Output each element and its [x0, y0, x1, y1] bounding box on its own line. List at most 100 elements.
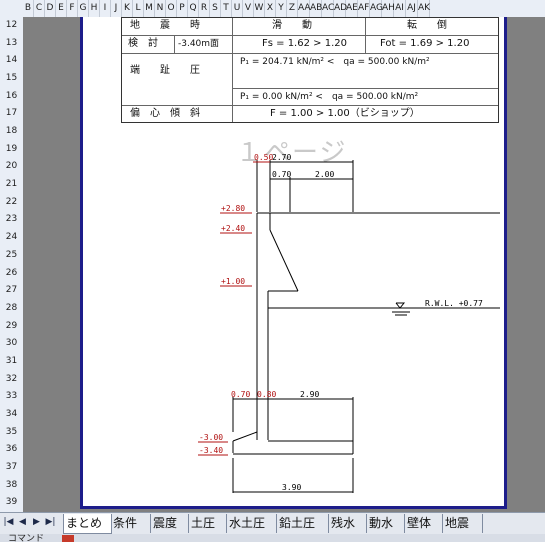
column-header-cell[interactable]: U — [232, 0, 243, 17]
column-header-cell[interactable]: AB — [310, 0, 322, 17]
sheet-tab[interactable]: 動水 — [367, 514, 405, 533]
level-m340: -3.40 — [199, 446, 223, 455]
print-page[interactable] — [80, 17, 507, 509]
row-header-cell[interactable]: 20 — [5, 161, 18, 172]
status-text: コマンド — [8, 534, 45, 542]
level-280: +2.80 — [221, 204, 245, 213]
row-header-cell[interactable]: 26 — [5, 267, 18, 278]
column-header-cell[interactable]: AK — [418, 0, 430, 17]
column-header-cell[interactable]: X — [265, 0, 276, 17]
row-header-cell[interactable]: 27 — [5, 285, 18, 296]
column-header-cell[interactable]: AJ — [406, 0, 418, 17]
sheet-tab[interactable]: 震度 — [151, 514, 189, 533]
column-header-cell[interactable]: W — [254, 0, 265, 17]
last-sheet-icon[interactable]: ▶| — [45, 517, 56, 527]
column-header-cell[interactable]: F — [67, 0, 78, 17]
sheet-tab[interactable]: まとめ — [63, 514, 112, 534]
row-header-cell[interactable]: 32 — [5, 373, 18, 384]
column-header-cell[interactable]: B — [23, 0, 34, 17]
table-check-label: 検 討 — [128, 38, 158, 49]
column-header-cell[interactable]: AG — [370, 0, 383, 17]
column-header-cell[interactable]: AA — [298, 0, 311, 17]
table-overturn-value: Fot = 1.69 > 1.20 — [380, 38, 470, 49]
row-header-cell[interactable]: 39 — [5, 497, 18, 508]
column-header-cell[interactable]: E — [56, 0, 67, 17]
column-header-cell[interactable]: C — [34, 0, 45, 17]
row-header-cell[interactable]: 23 — [5, 214, 18, 225]
sheet-tab[interactable]: 地震 — [443, 514, 483, 533]
column-header-cell[interactable]: K — [122, 0, 133, 17]
row-header-cell[interactable]: 15 — [5, 73, 18, 84]
dim-270: 2.70 — [272, 153, 291, 162]
row-header-cell[interactable]: 13 — [5, 37, 18, 48]
sheet-tab-bar: |◀ ◀ ▶ ▶| まとめ条件震度土圧水土圧鉛土圧残水動水壁体地震 — [0, 512, 545, 535]
row-header-cell[interactable]: 16 — [5, 90, 18, 101]
sheet-tab[interactable]: 鉛土圧 — [277, 514, 329, 533]
column-header-cell[interactable]: G — [78, 0, 89, 17]
column-header-cell[interactable]: N — [155, 0, 166, 17]
column-header-cell[interactable]: AH — [382, 0, 395, 17]
result-table: 地 震 時 滑 動 転 倒 検 討 -3.40m面 Fs = 1.62 > 1.… — [121, 17, 499, 123]
column-header-cell[interactable]: Z — [287, 0, 298, 17]
macro-icon[interactable] — [62, 535, 74, 542]
row-header-cell[interactable]: 28 — [5, 302, 18, 313]
row-header-cell[interactable]: 35 — [5, 426, 18, 437]
row-header-cell[interactable]: 12 — [5, 20, 18, 30]
row-header-cell[interactable]: 19 — [5, 143, 18, 154]
column-header-cell[interactable]: P — [177, 0, 188, 17]
row-header-cell[interactable]: 38 — [5, 479, 18, 490]
column-header-cell[interactable]: H — [89, 0, 100, 17]
sheet-tab[interactable]: 土圧 — [189, 514, 227, 533]
row-header-cell[interactable]: 31 — [5, 355, 18, 366]
column-header-cell[interactable]: AF — [358, 0, 370, 17]
column-header-cell[interactable]: M — [144, 0, 155, 17]
dim-070: 0.70 — [272, 170, 291, 179]
column-header-cell[interactable]: D — [45, 0, 56, 17]
row-header-cell[interactable]: 22 — [5, 196, 18, 207]
row-header-cell[interactable]: 25 — [5, 249, 18, 260]
row-header-cell[interactable]: 29 — [5, 320, 18, 331]
sheet-tab[interactable]: 条件 — [111, 514, 151, 533]
sheet-tab[interactable]: 残水 — [329, 514, 367, 533]
table-eccentric-label: 偏 心 傾 斜 — [130, 108, 200, 119]
column-header-cell[interactable]: AE — [346, 0, 358, 17]
column-header-cell[interactable]: J — [111, 0, 122, 17]
row-header-cell[interactable]: 37 — [5, 461, 18, 472]
row-header: 12 13 14 15 16 17 18 19 20 21 22 23 24 25 26 27 28 29 30 31… — [0, 17, 24, 512]
row-header-cell[interactable]: 34 — [5, 408, 18, 419]
column-header-cell[interactable]: V — [243, 0, 254, 17]
row-header-cell[interactable]: 33 — [5, 391, 18, 402]
level-240: +2.40 — [221, 224, 245, 233]
row-header-cell[interactable]: 14 — [5, 55, 18, 66]
column-header-cell[interactable]: AC — [322, 0, 334, 17]
column-header-cell[interactable]: L — [133, 0, 144, 17]
column-header-cell[interactable]: Y — [276, 0, 287, 17]
sheet-tab[interactable]: 壁体 — [405, 514, 443, 533]
level-m300: -3.00 — [199, 433, 223, 442]
table-eccentric-value: F = 1.00 > 1.00（ビショップ） — [270, 108, 420, 119]
row-header-cell[interactable]: 30 — [5, 338, 18, 349]
row-header-cell[interactable]: 21 — [5, 179, 18, 190]
column-header-cell[interactable]: AI — [394, 0, 406, 17]
first-sheet-icon[interactable]: |◀ — [3, 517, 14, 527]
column-header-cell[interactable]: T — [221, 0, 232, 17]
row-header-cell[interactable]: 36 — [5, 444, 18, 455]
sheet-tab[interactable]: 水土圧 — [227, 514, 277, 533]
row-header-cell[interactable]: 24 — [5, 232, 18, 243]
wall-section-drawing: 0.50 2.70 0.70 2.00 0.70 0.80 2.90 3.90 … — [198, 153, 500, 493]
column-header-cell[interactable]: I — [100, 0, 111, 17]
table-sliding-value: Fs = 1.62 > 1.20 — [262, 38, 347, 49]
column-header-cell[interactable]: Q — [188, 0, 199, 17]
column-header-cell[interactable]: R — [199, 0, 210, 17]
column-header-cell[interactable]: O — [166, 0, 177, 17]
column-header-cell[interactable]: S — [210, 0, 221, 17]
table-pressure-2: P₁ = 0.00 kN/m² < qa = 500.00 kN/m² — [240, 92, 419, 102]
dim-200: 2.00 — [315, 170, 334, 179]
row-header-cell[interactable]: 18 — [5, 126, 18, 137]
next-sheet-icon[interactable]: ▶ — [33, 517, 40, 527]
column-header-cell[interactable]: AD — [334, 0, 347, 17]
table-toe-pressure-label: 端 趾 圧 — [130, 65, 200, 76]
row-header-cell[interactable]: 17 — [5, 108, 18, 119]
prev-sheet-icon[interactable]: ◀ — [19, 517, 26, 527]
